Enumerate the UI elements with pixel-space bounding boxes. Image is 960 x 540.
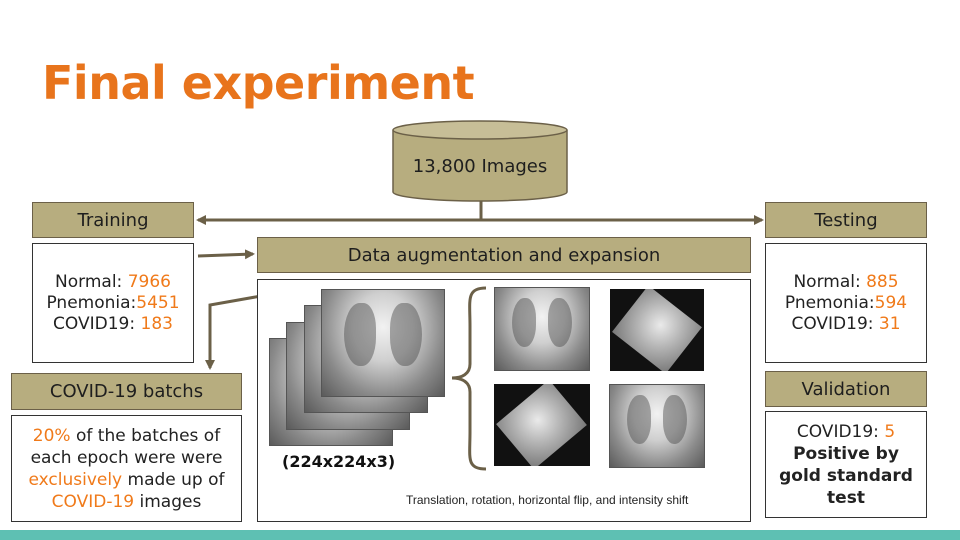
training-header: Training <box>32 202 194 238</box>
testing-covid: COVID19: 31 <box>791 313 901 334</box>
training-normal: Normal: 7966 <box>55 271 171 292</box>
training-pneumonia: Pnemonia:5451 <box>46 292 180 313</box>
image-dimensions: (224x224x3) <box>282 452 396 471</box>
augmented-translated-image <box>494 287 590 371</box>
validation-gold-standard: Positive by gold standard test <box>779 443 913 508</box>
augmented-flipped-image <box>609 384 705 468</box>
covid-batches-description: 20% of the batches of each epoch were we… <box>11 415 242 522</box>
augmentation-panel: (224x224x3) Translation, rotation, horiz… <box>257 279 751 522</box>
testing-header: Testing <box>765 202 927 238</box>
validation-stats: COVID19: 5 Positive by gold standard tes… <box>765 411 927 518</box>
footer-bar <box>0 530 960 540</box>
validation-covid: COVID19: 5 <box>796 421 896 442</box>
augmented-rotated-image <box>610 289 704 371</box>
augmentation-caption: Translation, rotation, horizontal flip, … <box>406 493 689 507</box>
testing-stats: Normal: 885 Pnemonia:594 COVID19: 31 <box>765 243 927 363</box>
training-covid: COVID19: 183 <box>53 313 173 334</box>
training-stats: Normal: 7966 Pnemonia:5451 COVID19: 183 <box>32 243 194 363</box>
page-title: Final experiment <box>42 56 475 110</box>
database-label: 13,800 Images <box>412 156 548 177</box>
image-database: 13,800 Images <box>392 120 568 202</box>
testing-pneumonia: Pnemonia:594 <box>784 292 908 313</box>
augmentation-header: Data augmentation and expansion <box>257 237 751 273</box>
testing-normal: Normal: 885 <box>793 271 899 292</box>
augmented-rotated-image <box>494 384 590 466</box>
brace-icon <box>451 286 487 471</box>
cylinder-icon <box>392 120 568 202</box>
xray-stack-image <box>321 289 445 397</box>
covid-batches-header: COVID-19 batchs <box>11 373 242 410</box>
validation-header: Validation <box>765 371 927 407</box>
